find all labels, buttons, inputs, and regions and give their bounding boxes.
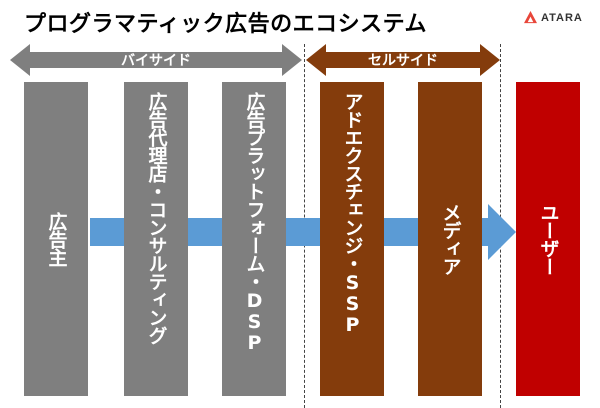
- column-dsp: 広告プラットフォーム・DSP: [222, 82, 286, 396]
- column-ssp: アドエクスチェンジ・SSP: [320, 82, 384, 396]
- flow-arrow-head: [488, 204, 516, 260]
- column-user: ユーザー: [516, 82, 580, 396]
- atara-triangle-logo-icon: [524, 11, 537, 24]
- sell-side-label: セルサイド: [368, 53, 438, 69]
- atara-logo: ATARA: [524, 11, 583, 24]
- buy-side-double-arrow: [10, 44, 302, 76]
- column-agency-label: 広告代理店・コンサルティング: [145, 92, 168, 344]
- column-advertiser-label: 広告主: [45, 212, 68, 266]
- column-media-label: メディア: [439, 203, 462, 275]
- column-media: メディア: [418, 82, 482, 396]
- logo-text: ATARA: [541, 11, 583, 24]
- buy-side-label: バイサイド: [121, 53, 191, 69]
- column-user-label: ユーザー: [537, 203, 560, 275]
- column-advertiser: 広告主: [24, 82, 88, 396]
- column-dsp-label: 広告プラットフォーム・DSP: [243, 92, 266, 353]
- sell-side-double-arrow: [306, 44, 500, 76]
- column-agency: 広告代理店・コンサルティング: [124, 82, 188, 396]
- column-ssp-label: アドエクスチェンジ・SSP: [341, 92, 364, 335]
- page-title: プログラマティック広告のエコシステム: [24, 12, 428, 37]
